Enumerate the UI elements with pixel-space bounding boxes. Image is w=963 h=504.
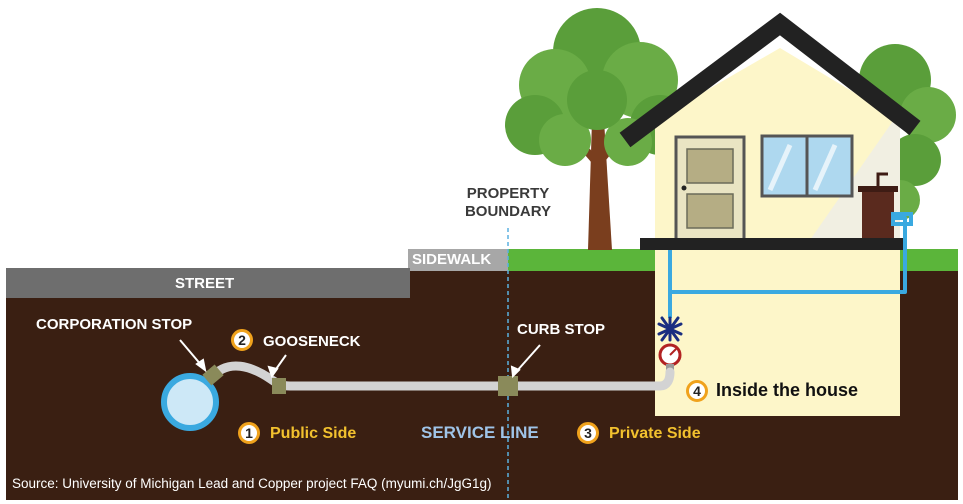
step-2-badge: 2 — [231, 329, 253, 351]
property-boundary-label: PROPERTY BOUNDARY — [460, 186, 556, 219]
sidewalk — [408, 249, 508, 271]
property-boundary-line2: BOUNDARY — [464, 203, 552, 220]
corporation-stop-label: CORPORATION STOP — [36, 316, 193, 333]
public-side-label: Public Side — [270, 425, 357, 442]
step-4-badge: 4 — [686, 380, 708, 402]
water-meter-icon — [658, 343, 682, 372]
sink-cabinet — [862, 190, 894, 238]
shutoff-valve-icon — [657, 316, 683, 342]
sidewalk-label: SIDEWALK — [412, 251, 492, 268]
corporation-stop-fitting — [202, 364, 224, 386]
curb-stop-fitting — [498, 376, 518, 396]
curb-stop-label: CURB STOP — [517, 321, 606, 338]
inside-house-label: Inside the house — [716, 380, 859, 400]
street-label: STREET — [175, 275, 235, 292]
house-floor — [640, 238, 905, 250]
roof — [619, 12, 921, 148]
private-side-label: Private Side — [609, 425, 701, 442]
water-main — [161, 373, 219, 431]
house — [619, 12, 921, 416]
service-line-label: SERVICE LINE — [421, 423, 539, 442]
source-credit: Source: University of Michigan Lead and … — [12, 476, 492, 491]
street — [6, 268, 410, 298]
step-1-badge: 1 — [238, 422, 260, 444]
interior-plumbing — [668, 216, 907, 318]
property-boundary-line1: PROPERTY — [466, 185, 550, 202]
gooseneck-label: GOOSENECK — [263, 333, 361, 350]
gooseneck-fitting — [272, 378, 286, 394]
label-pointers — [179, 339, 541, 379]
step-3-badge: 3 — [577, 422, 599, 444]
